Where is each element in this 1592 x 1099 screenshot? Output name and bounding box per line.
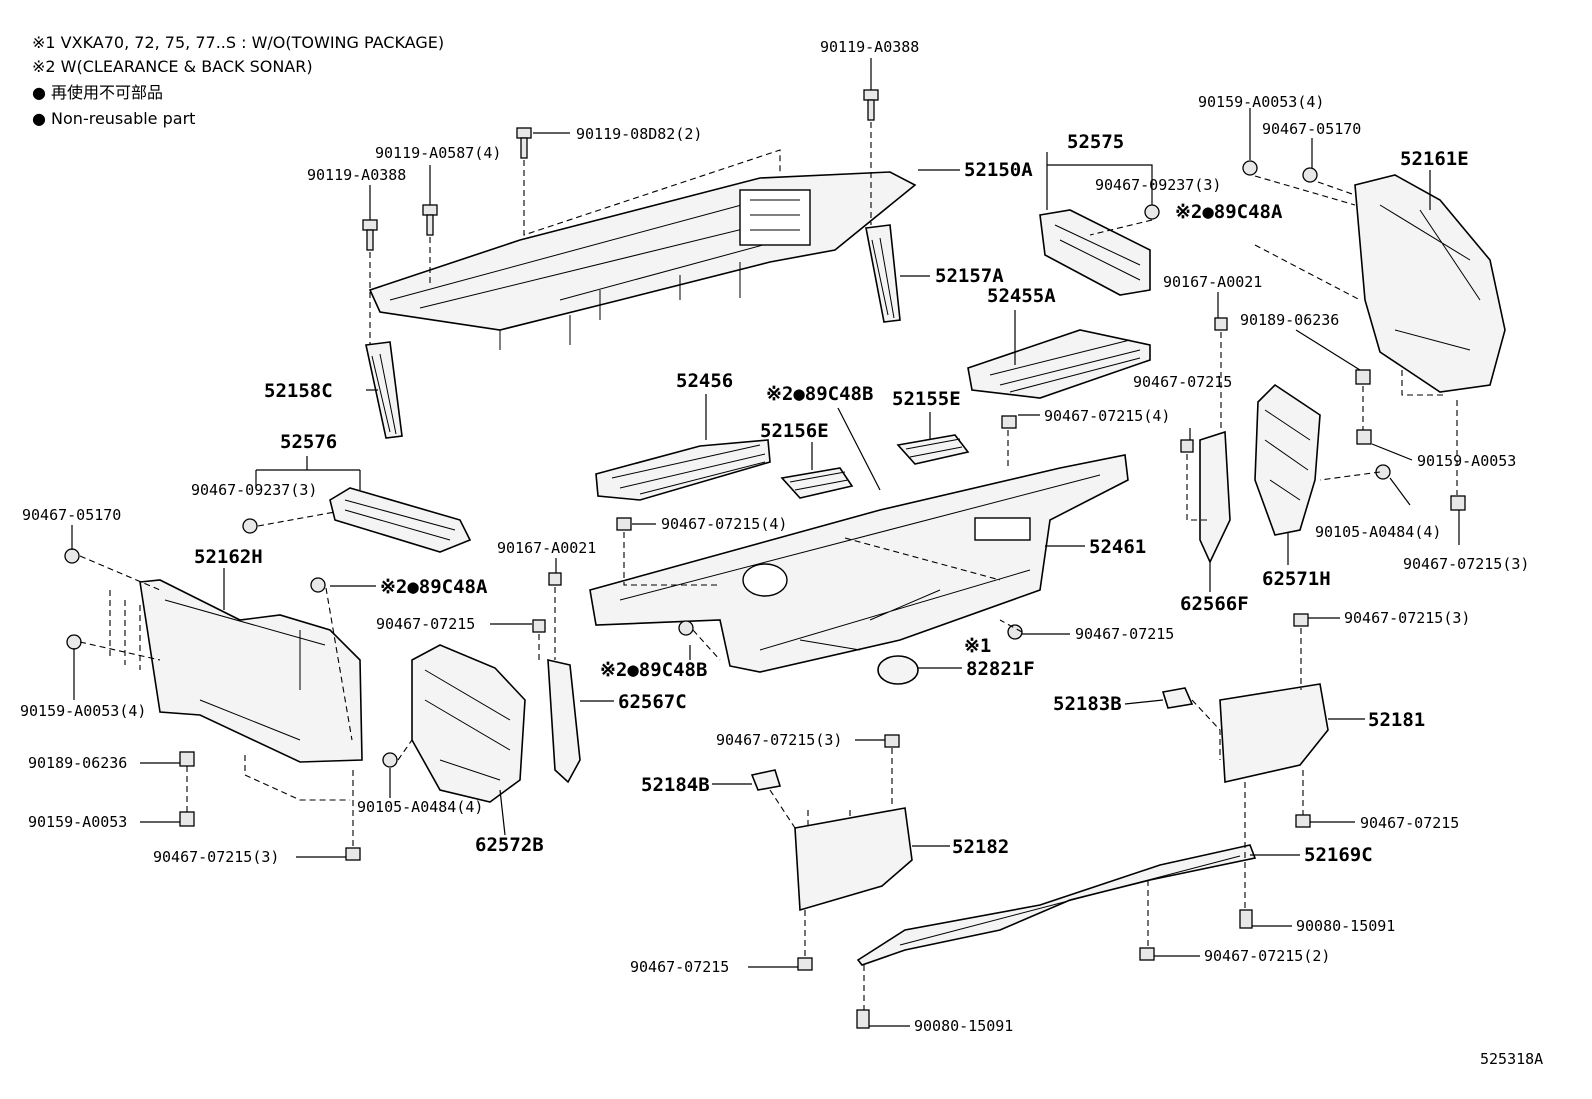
callout-90119-A0388-left: 90119-A0388 — [307, 166, 406, 184]
callout-82821F-note: ※1 — [964, 635, 991, 657]
callout-90159-A0053-right: 90159-A0053 — [1417, 452, 1516, 470]
plug-82821F-shape — [877, 655, 919, 685]
fasteners — [64, 89, 1466, 1029]
callout-90467-07215-3-center: 90467-07215(3) — [716, 731, 842, 749]
extension-52182-shape — [794, 807, 913, 912]
extension-52181-shape — [1219, 683, 1329, 783]
callout-90467-07215-left: 90467-07215 — [376, 615, 475, 633]
bracket-62566F-shape — [1199, 430, 1231, 564]
callout-90467-07215-3-right-1: 90467-07215(3) — [1403, 555, 1529, 573]
callout-90467-07215-right-1: 90467-07215 — [1133, 373, 1232, 391]
callout-90467-07215-4-center: 90467-07215(4) — [661, 515, 787, 533]
callout-52461: 52461 — [1089, 536, 1146, 558]
bracket-52184B-shape — [750, 769, 782, 791]
callout-52184B: 52184B — [641, 774, 710, 796]
callout-62572B: 62572B — [475, 834, 544, 856]
callout-52182: 52182 — [952, 836, 1009, 858]
callout-90467-07215-3-left: 90467-07215(3) — [153, 848, 279, 866]
callout-52158C: 52158C — [264, 380, 333, 402]
callouts: 90119-A0388 90119-08D82(2) 90119-A0587(4… — [20, 38, 1529, 1035]
callout-90467-09237-right: 90467-09237(3) — [1095, 176, 1221, 194]
callout-52455A: 52455A — [987, 285, 1056, 307]
callout-90467-07215-2: 90467-07215(2) — [1204, 947, 1330, 965]
cover-52162H-shape — [139, 579, 363, 763]
callout-90159-A0053-4-right: 90159-A0053(4) — [1198, 93, 1324, 111]
note-3: ● 再使用不可部品 — [32, 83, 163, 102]
retainer-52576-shape — [329, 487, 472, 553]
retainer-52575-shape — [1039, 209, 1151, 296]
note-1: ※1 VXKA70, 72, 75, 77..S : W/O(TOWING PA… — [32, 33, 444, 52]
callout-89C48B-bottom: ※2●89C48B — [600, 659, 707, 681]
callout-90080-15091-right: 90080-15091 — [1296, 917, 1395, 935]
callout-90105-A0484-right: 90105-A0484(4) — [1315, 523, 1441, 541]
figure-id: 525318A — [1480, 1050, 1543, 1068]
callout-90467-09237-left: 90467-09237(3) — [191, 481, 317, 499]
legend: ※1 VXKA70, 72, 75, 77..S : W/O(TOWING PA… — [32, 33, 444, 128]
callout-90167-A0021-right: 90167-A0021 — [1163, 273, 1262, 291]
callout-90119-A0388-top: 90119-A0388 — [820, 38, 919, 56]
callout-90467-07215-center: 90467-07215 — [1075, 625, 1174, 643]
callout-62571H: 62571H — [1262, 568, 1331, 590]
callout-52183B: 52183B — [1053, 693, 1122, 715]
callout-90189-06236-right: 90189-06236 — [1240, 311, 1339, 329]
callout-90119-A0587: 90119-A0587(4) — [375, 144, 501, 162]
callout-62566F: 62566F — [1180, 593, 1249, 615]
callout-90159-A0053-left: 90159-A0053 — [28, 813, 127, 831]
note-4: ● Non-reusable part — [32, 109, 195, 128]
part-shapes — [139, 171, 1506, 966]
callout-52157A: 52157A — [935, 265, 1004, 287]
assembly-lines — [79, 122, 1458, 1010]
callout-82821F: 82821F — [966, 658, 1035, 680]
protector-62572B-shape — [411, 644, 526, 803]
extension-52169C-shape — [856, 844, 1257, 966]
reinforcement-52150A-shape — [368, 171, 917, 350]
bracket-52158C-shape — [365, 341, 403, 439]
cover-52161E-shape — [1354, 174, 1506, 393]
callout-90467-07215-right-2: 90467-07215 — [1360, 814, 1459, 832]
callout-62567C: 62567C — [618, 691, 687, 713]
callout-52181: 52181 — [1368, 709, 1425, 731]
leader-lines — [71, 58, 1460, 1027]
callout-90159-A0053-4-left: 90159-A0053(4) — [20, 702, 146, 720]
bracket-52157A-shape — [865, 224, 901, 323]
callout-90467-05170-right: 90467-05170 — [1262, 120, 1361, 138]
callout-90467-07215-bottom: 90467-07215 — [630, 958, 729, 976]
callout-90119-08D82: 90119-08D82(2) — [576, 125, 702, 143]
pad-52155E-shape — [896, 434, 970, 465]
callout-52169C: 52169C — [1304, 844, 1373, 866]
step-52461-shape — [589, 454, 1129, 673]
callout-90105-A0484-left: 90105-A0484(4) — [357, 798, 483, 816]
callout-52155E: 52155E — [892, 388, 961, 410]
step-pad-52456-shape — [595, 439, 771, 501]
callout-52161E: 52161E — [1400, 148, 1469, 170]
step-pad-52455A-shape — [967, 329, 1151, 399]
callout-90467-07215-3-right-2: 90467-07215(3) — [1344, 609, 1470, 627]
callout-90080-15091-bottom: 90080-15091 — [914, 1017, 1013, 1035]
note-2: ※2 W(CLEARANCE & BACK SONAR) — [32, 57, 313, 76]
callout-52576: 52576 — [280, 431, 337, 453]
callout-89C48A-right: ※2●89C48A — [1175, 201, 1283, 223]
pad-52156E-shape — [780, 467, 854, 499]
bracket-62567C-shape — [547, 658, 581, 784]
bracket-52183B-shape — [1161, 687, 1194, 709]
callout-52456: 52456 — [676, 370, 733, 392]
callout-90189-06236-left: 90189-06236 — [28, 754, 127, 772]
callout-89C48A-left: ※2●89C48A — [380, 576, 488, 598]
callout-89C48B-top: ※2●89C48B — [766, 383, 873, 405]
callout-90467-07215-4-mid: 90467-07215(4) — [1044, 407, 1170, 425]
callout-52156E: 52156E — [760, 420, 829, 442]
callout-52575: 52575 — [1067, 131, 1124, 153]
protector-62571H-shape — [1254, 383, 1321, 536]
callout-52150A: 52150A — [964, 159, 1033, 181]
callout-52162H: 52162H — [194, 546, 263, 568]
callout-90167-A0021-left: 90167-A0021 — [497, 539, 596, 557]
callout-90467-05170-left: 90467-05170 — [22, 506, 121, 524]
